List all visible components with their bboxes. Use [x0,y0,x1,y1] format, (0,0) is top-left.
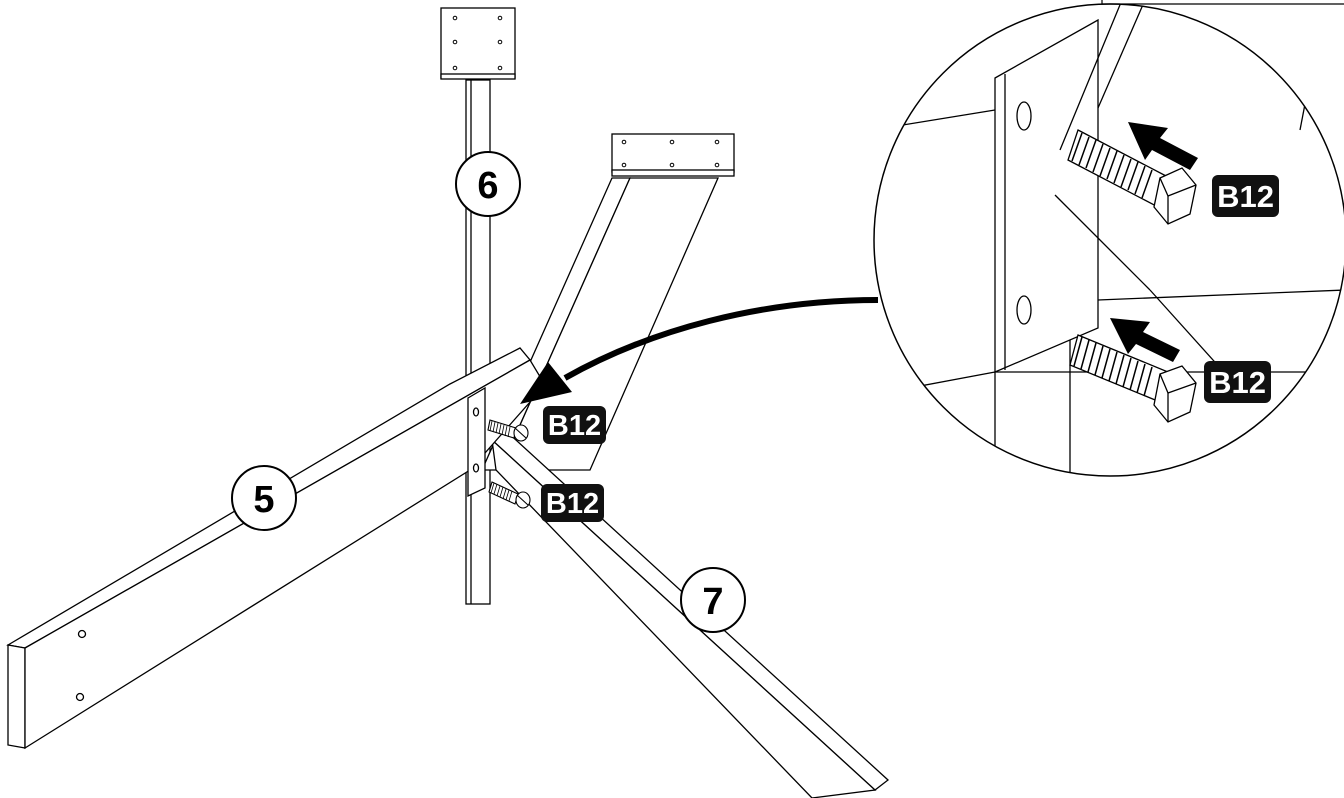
part-label-6: 6 [455,151,521,217]
leg-lower-side [491,438,877,798]
hardware-tag-lower: B12 [541,484,604,522]
hardware-tag-upper-text: B12 [548,410,601,442]
page-frame-corner [1101,0,1344,5]
pointer-arrow [520,297,879,404]
detail-hole-lower [1016,295,1032,325]
post-part-6 [440,7,516,605]
detail-arrow-lower [1110,318,1180,362]
detail-bolt-lower [1069,334,1197,423]
part-label-5-text: 5 [253,479,274,521]
detail-callout [873,3,1344,477]
post-top-plate-holes [452,15,503,71]
part-label-5: 5 [231,465,297,531]
bracket-hole-upper [472,407,480,417]
hardware-tag-detail-lower: B12 [1204,361,1271,403]
pointer-arrowhead [520,362,572,404]
hardware-tag-detail-lower-text: B12 [1209,365,1266,400]
beam-front-face [7,644,26,749]
detail-circle [873,3,1344,477]
detail-bolt-upper [1067,129,1197,225]
detail-bracket-plate [994,18,1099,373]
part-label-6-text: 6 [477,165,498,207]
hardware-tag-detail-upper: B12 [1212,175,1279,217]
post-top-plate [440,7,516,79]
part-label-7-text: 7 [702,581,723,623]
hardware-tag-lower-text: B12 [546,488,599,520]
detail-arrow-upper [1128,122,1198,170]
leg-part-7 [480,133,890,798]
bracket-hole-lower [472,463,480,473]
bolt-lower [488,481,531,509]
detail-hole-upper [1016,101,1032,131]
beam-part-5 [6,347,546,750]
leg-top-plate-edge [611,169,735,177]
beam-hole-lower [75,692,85,702]
leg-top-plate-holes [621,139,720,168]
post-top-plate-edge [440,73,516,80]
beam-hole-upper [77,629,87,639]
part-label-7: 7 [680,567,746,633]
bolt-upper [487,419,529,442]
hardware-tag-upper: B12 [543,406,606,444]
joint-bracket [467,386,486,498]
bracket-plate [467,386,486,498]
pointer-arrow-curve [563,297,879,381]
hardware-tag-detail-upper-text: B12 [1217,179,1274,214]
